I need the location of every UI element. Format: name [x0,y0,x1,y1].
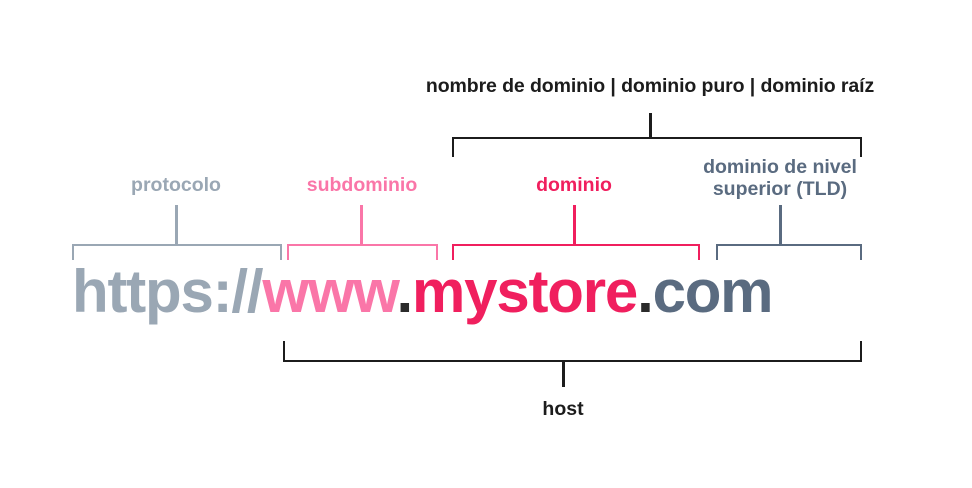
connector-protocol-stem [175,205,178,245]
url-separator-dot-2: . [637,258,654,325]
label-host: host [542,398,584,420]
url-separator-dot-1: . [396,258,414,325]
url-protocol: https:// [72,258,264,325]
bracket-subdomain [287,244,438,260]
connector-domain-name-stem [649,113,652,138]
bracket-host [283,341,862,362]
bracket-protocol [72,244,282,260]
bracket-tld [716,244,862,260]
label-tld-line2: superior (TLD) [712,177,848,200]
bracket-domain [452,244,700,260]
url-text: https://www.mystore.com [72,262,774,322]
connector-subdomain-stem [360,205,363,245]
label-tld-line1: dominio de nivel [703,156,857,178]
label-protocol: protocolo [131,174,221,196]
connector-host-stem [562,361,565,387]
bracket-domain-name [452,137,862,157]
url-subdomain: www [262,258,397,325]
connector-domain-stem [573,205,576,245]
url-domain: mystore [412,258,638,325]
label-domain-name: nombre de dominio | dominio puro | domin… [425,75,875,97]
label-domain: dominio [536,174,612,196]
url-tld: com [652,258,774,325]
label-subdomain: subdominio [306,174,418,196]
connector-tld-stem [779,205,782,245]
